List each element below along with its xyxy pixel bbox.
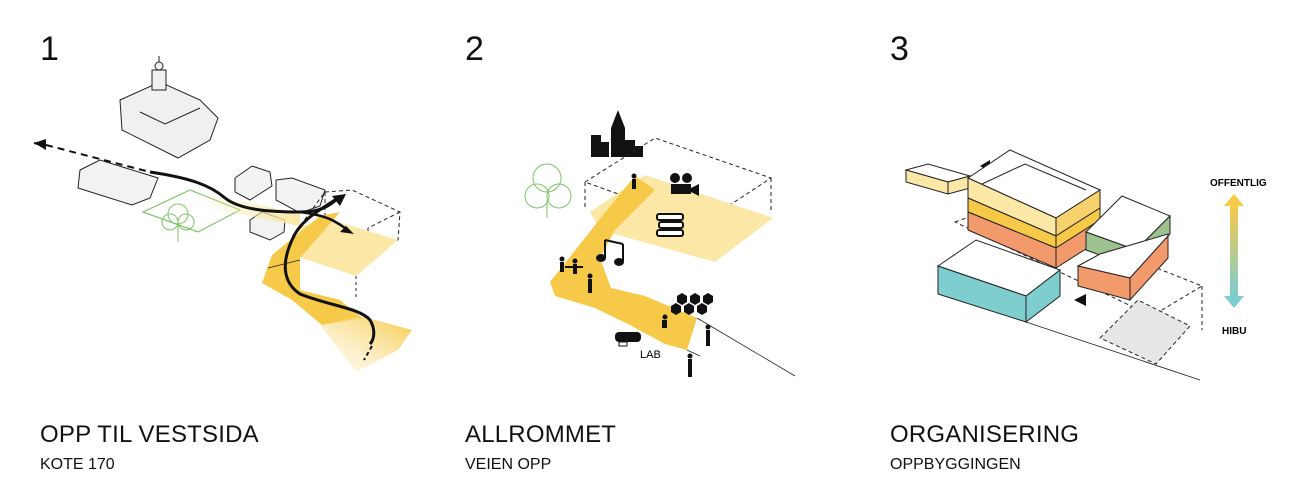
panel-number: 2: [465, 30, 484, 68]
tree-icon: [161, 203, 195, 242]
person-kneeling-icon: [662, 314, 668, 328]
vr-headset-icon: [615, 332, 641, 347]
panel-2: 2: [425, 0, 855, 483]
panel-title: ORGANISERING: [890, 421, 1080, 448]
scale-bottom-label: HIBU: [1222, 326, 1246, 337]
panel-3: 3: [850, 0, 1280, 483]
panel-subtitle: KOTE 170: [40, 456, 115, 473]
church-icon: [119, 56, 219, 159]
panel-number: 1: [40, 30, 59, 68]
panel-subtitle: VEIEN OPP: [465, 456, 552, 473]
route-arrow-west: [45, 144, 151, 173]
ramp: [262, 212, 362, 325]
floor-plane: [296, 220, 398, 276]
diagram-organisering: OFFENTLIG HIBU: [904, 149, 1267, 381]
panel-subtitle: OPPBYGGINGEN: [890, 456, 1021, 473]
grey-block: [1099, 299, 1191, 365]
music-note-icon: [596, 239, 624, 266]
city-skyline-icon: [591, 110, 643, 157]
public-private-scale: [1224, 194, 1244, 308]
loose-block: [904, 163, 972, 195]
orange-block: [1076, 233, 1169, 302]
panel-title: ALLROMMET: [465, 421, 617, 448]
building-block: [275, 177, 326, 214]
building-block: [234, 165, 273, 201]
lab-label: LAB: [640, 349, 661, 361]
scale-top-label: OFFENTLIG: [1210, 178, 1267, 189]
panel-title: OPP TIL VESTSIDA: [40, 421, 259, 448]
film-camera-icon: [670, 173, 699, 196]
books-icon: [656, 213, 684, 237]
tree-icon: [524, 163, 572, 218]
panel-number: 3: [890, 30, 909, 68]
network-hexagon-icon: [671, 293, 713, 315]
stair-ramp: [550, 176, 697, 350]
diagram-allrommet: LAB: [524, 110, 796, 377]
diagram-route-up: [33, 56, 412, 372]
people-icon: [559, 173, 711, 377]
panel-1: 1: [0, 0, 430, 483]
main-building-stack: [966, 149, 1102, 269]
building-block: [77, 159, 159, 206]
